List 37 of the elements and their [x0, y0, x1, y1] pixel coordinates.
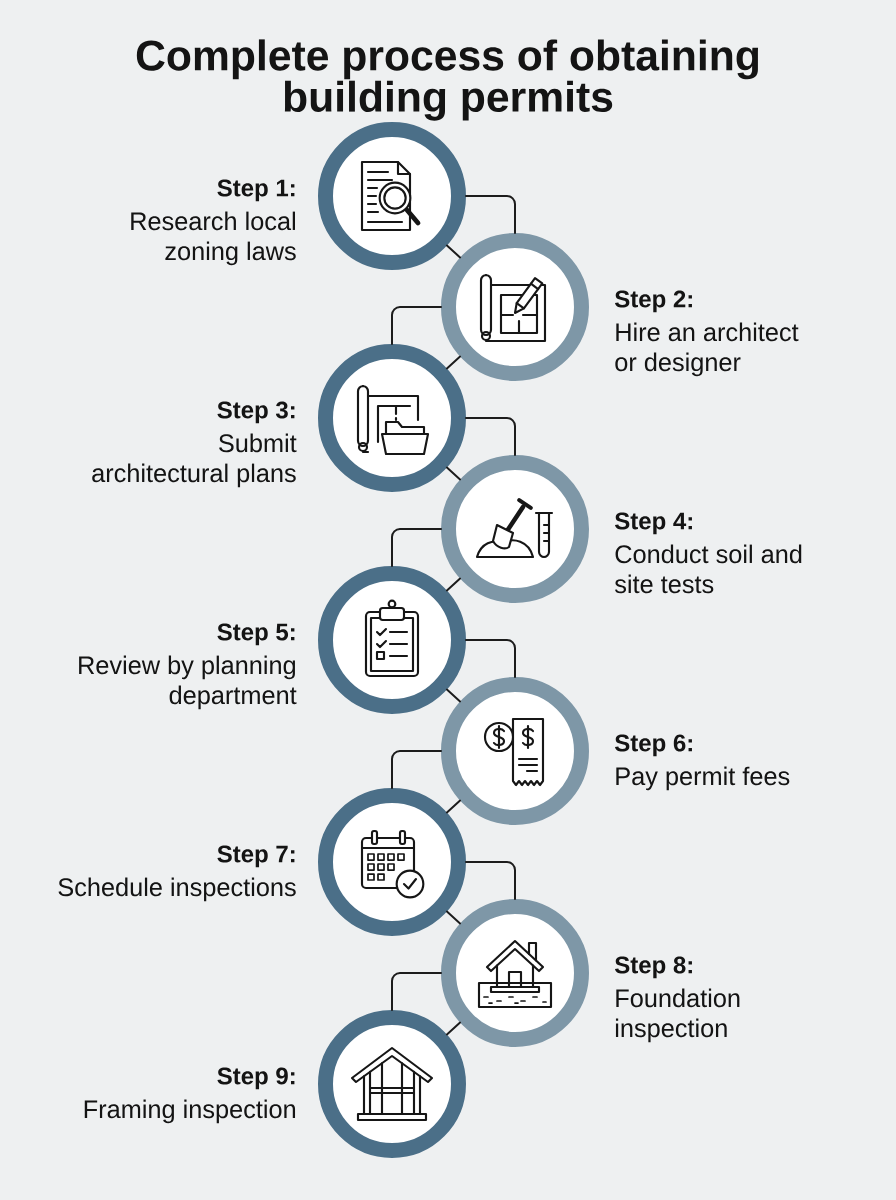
step-heading: Step 2: [614, 290, 692, 313]
step-circle [441, 899, 589, 1047]
connector-line [391, 306, 442, 345]
step-text: Framing inspection [84, 1099, 296, 1124]
connector-line [445, 799, 462, 814]
step-text: Schedule inspections [58, 877, 296, 902]
step-text: Submit architectural plans [92, 433, 297, 488]
connector-line [445, 244, 462, 259]
step-text: Foundation inspection [615, 988, 740, 1043]
title: Complete process of obtaining building permits [136, 39, 759, 121]
step-text: Conduct soil and site tests [614, 544, 802, 594]
connector-line [465, 417, 516, 456]
step-text: Hire an architect or designer [615, 322, 799, 377]
connector-line [465, 861, 516, 900]
step-heading: Step 7: [217, 845, 295, 868]
connector-line [445, 1021, 462, 1036]
connector-line [445, 577, 462, 592]
connector-line [445, 355, 462, 370]
step-heading: Step 5: [217, 623, 295, 646]
step-heading: Step 6: [614, 734, 692, 757]
step-heading: Step 4: [614, 512, 692, 535]
step-circle [318, 1010, 466, 1158]
step-text: Review by planning department [79, 655, 297, 710]
connector-line [445, 688, 462, 703]
step-heading: Step 8: [614, 956, 692, 979]
step-heading: Step 3: [217, 401, 295, 424]
connector-line [391, 528, 442, 567]
step-text: Research local zoning laws [131, 211, 296, 266]
connector-line [465, 639, 516, 678]
connector-line [391, 750, 442, 789]
connector-line [445, 910, 462, 925]
connector-line [391, 972, 442, 1011]
step-heading: Step 9: [217, 1067, 295, 1090]
connector-line [465, 195, 516, 234]
step-text: Pay permit fees [616, 766, 790, 791]
step-heading: Step 1: [217, 179, 295, 202]
connector-line [445, 466, 462, 481]
